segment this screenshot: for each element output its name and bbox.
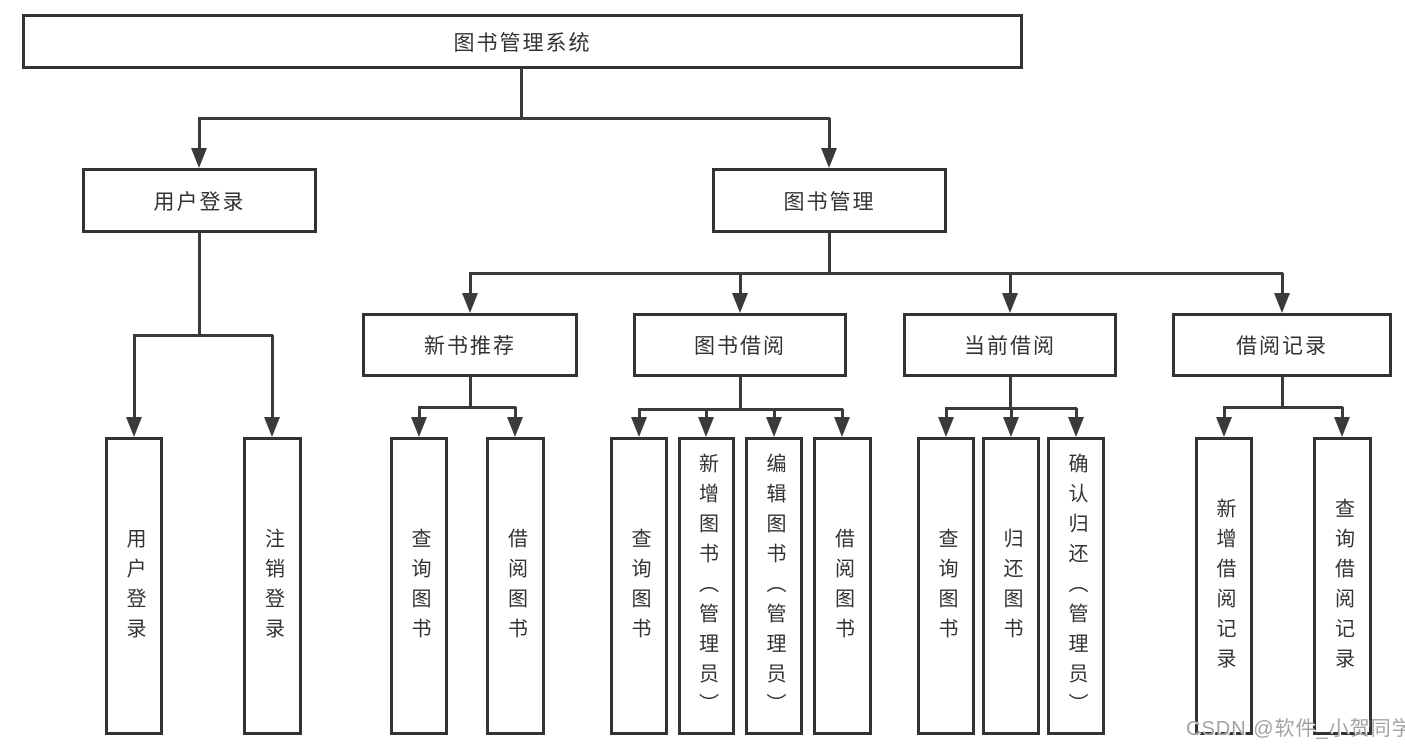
node-leaf-query-books-borrow: 查询图书 [610,437,668,735]
connector-line-vertical [520,69,523,118]
connector-line-vertical [1075,408,1078,425]
connector-line-vertical [198,233,201,337]
arrowhead-down-icon [1003,417,1019,437]
arrowhead-down-icon [264,417,280,437]
arrowhead-down-icon [732,293,748,313]
connector-line-horizontal [198,117,830,120]
arrowhead-down-icon [462,293,478,313]
arrowhead-down-icon [1002,293,1018,313]
connector-line-vertical [1009,273,1012,301]
node-leaf-confirm-return: 确认归还（管理员） [1047,437,1105,735]
node-leaf-query-books-rec: 查询图书 [390,437,448,735]
connector-line-horizontal [469,272,1283,275]
node-book-borrow: 图书借阅 [633,313,847,377]
connector-line-vertical [271,335,274,425]
arrowhead-down-icon [507,417,523,437]
connector-line-vertical [828,118,831,156]
arrowhead-down-icon [834,417,850,437]
arrowhead-down-icon [1216,417,1232,437]
node-book-mgmt: 图书管理 [712,168,947,233]
connector-line-vertical [1009,377,1012,410]
arrowhead-down-icon [1068,417,1084,437]
connector-line-horizontal [638,408,843,411]
connector-line-vertical [1010,408,1013,425]
watermark-text: CSDN @软件_小贺同学 [1186,718,1405,740]
arrowhead-down-icon [631,417,647,437]
node-leaf-query-borrow-record: 查询借阅记录 [1313,437,1372,735]
connector-line-vertical [828,233,831,275]
connector-line-vertical [739,377,742,411]
node-borrow-records: 借阅记录 [1172,313,1392,377]
node-current-borrow: 当前借阅 [903,313,1117,377]
connector-line-vertical [469,377,472,409]
connector-line-vertical [1281,377,1284,409]
arrowhead-down-icon [821,148,837,168]
arrowhead-down-icon [938,417,954,437]
node-leaf-logout: 注销登录 [243,437,302,735]
node-leaf-query-books-cur: 查询图书 [917,437,975,735]
connector-line-vertical [469,273,472,301]
node-leaf-add-borrow-record: 新增借阅记录 [1195,437,1253,735]
connector-line-vertical [945,408,948,425]
node-leaf-return-book: 归还图书 [982,437,1040,735]
connector-line-vertical [418,407,421,425]
connector-line-horizontal [133,334,273,337]
arrowhead-down-icon [766,417,782,437]
arrowhead-down-icon [1334,417,1350,437]
connector-line-vertical [1281,273,1284,301]
connector-line-horizontal [945,407,1077,410]
node-leaf-user-login: 用户登录 [105,437,163,735]
node-leaf-borrow-books: 借阅图书 [813,437,872,735]
connector-line-vertical [198,118,201,156]
arrowhead-down-icon [1274,293,1290,313]
connector-line-vertical [1341,407,1344,425]
connector-line-vertical [133,335,136,425]
node-leaf-borrow-books-rec: 借阅图书 [486,437,545,735]
arrowhead-down-icon [411,417,427,437]
connector-line-horizontal [418,406,516,409]
node-user-login: 用户登录 [82,168,317,233]
arrowhead-down-icon [126,417,142,437]
connector-line-vertical [1223,407,1226,425]
connector-line-vertical [739,273,742,301]
node-leaf-add-book-admin: 新增图书（管理员） [678,437,735,735]
arrowhead-down-icon [698,417,714,437]
connector-line-vertical [514,407,517,425]
node-leaf-edit-book-admin: 编辑图书（管理员） [745,437,803,735]
connector-line-horizontal [1223,406,1343,409]
arrowhead-down-icon [191,148,207,168]
node-new-book-rec: 新书推荐 [362,313,578,377]
node-root: 图书管理系统 [22,14,1023,69]
